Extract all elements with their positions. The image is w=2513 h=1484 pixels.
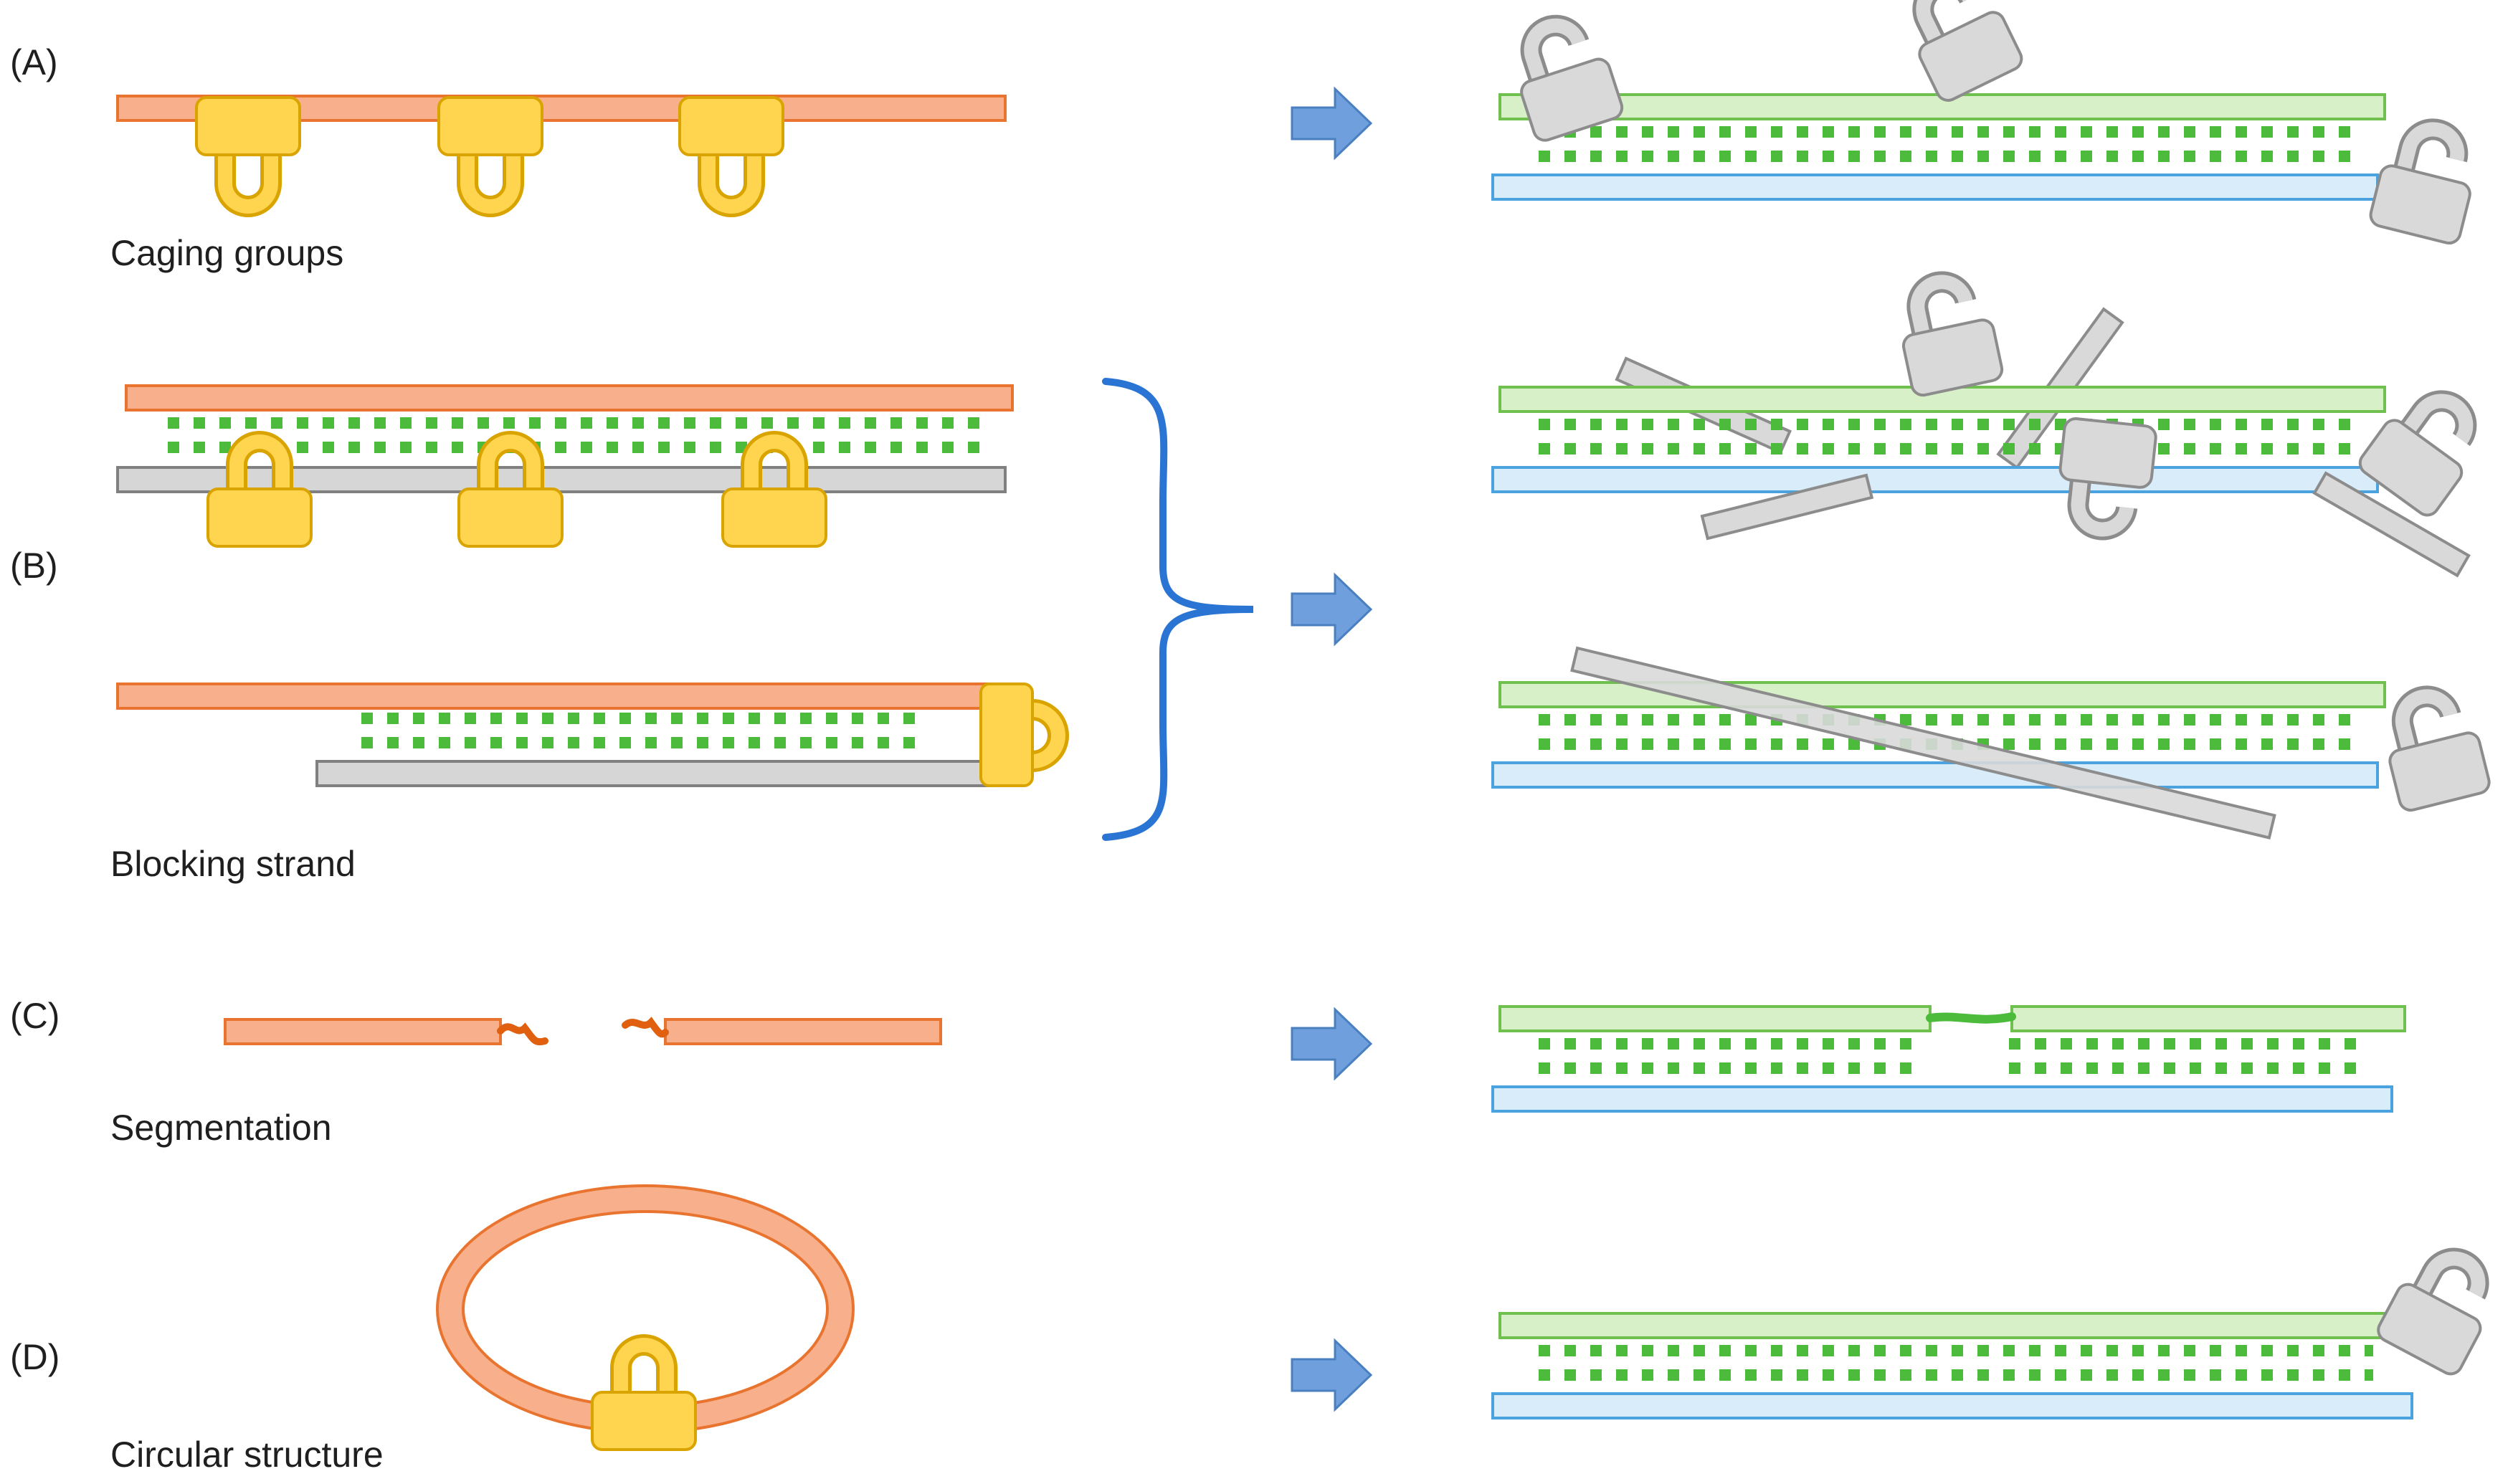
open-padlock-icon (2054, 417, 2157, 534)
caption-circular-structure: Circular structure (110, 1435, 384, 1475)
result-duplex-c (1491, 1005, 2406, 1113)
padlock-icon (208, 442, 311, 546)
result-duplex-a (1491, 93, 2386, 201)
right-arrow-icon (1291, 87, 1372, 159)
circular-strand-fill (439, 1187, 852, 1431)
padlock-icon (680, 97, 783, 206)
caged-strand-b1 (125, 384, 1014, 412)
open-padlock-icon (1504, 13, 1625, 143)
padlock-icon (592, 1345, 695, 1450)
open-padlock-icon (2375, 1240, 2506, 1378)
released-blocker-fragment (2312, 471, 2471, 578)
right-arrow-icon (1291, 1339, 1372, 1411)
caption-segmentation: Segmentation (110, 1108, 332, 1148)
right-arrow-icon (1291, 574, 1372, 645)
padlock-icon (723, 442, 826, 546)
result-duplex-b2 (1491, 681, 2386, 789)
padlock-icon (459, 442, 562, 546)
caption-caging-groups: Caging groups (110, 233, 343, 273)
released-blocking-strand (1570, 646, 2276, 839)
open-padlock-icon (2377, 686, 2491, 813)
caged-segment-left (224, 1018, 502, 1045)
blocking-strand-b2 (315, 760, 992, 787)
curly-brace-icon (1102, 378, 1254, 841)
linker-right (622, 1017, 669, 1038)
right-arrow-icon (1291, 1008, 1372, 1080)
linker-left (497, 1022, 548, 1046)
caged-strand-b2 (116, 682, 992, 710)
result-duplex-d (1491, 1312, 2413, 1419)
panel-label-c: (C) (10, 996, 60, 1036)
open-padlock-icon (2368, 119, 2483, 246)
open-padlock-icon (1896, 0, 2025, 104)
panel-label-b: (B) (10, 546, 58, 586)
padlock-icon (439, 97, 542, 206)
result-duplex-b1 (1491, 386, 2386, 493)
caption-blocking-strand: Blocking strand (110, 844, 356, 884)
panel-label-a: (A) (10, 42, 58, 82)
panel-label-d: (D) (10, 1337, 60, 1377)
caged-segment-right (664, 1018, 942, 1045)
open-padlock-icon (1892, 273, 2004, 397)
released-blocker-fragment (1700, 473, 1874, 541)
padlock-icon (196, 97, 300, 206)
padlock-icon (979, 682, 1069, 787)
